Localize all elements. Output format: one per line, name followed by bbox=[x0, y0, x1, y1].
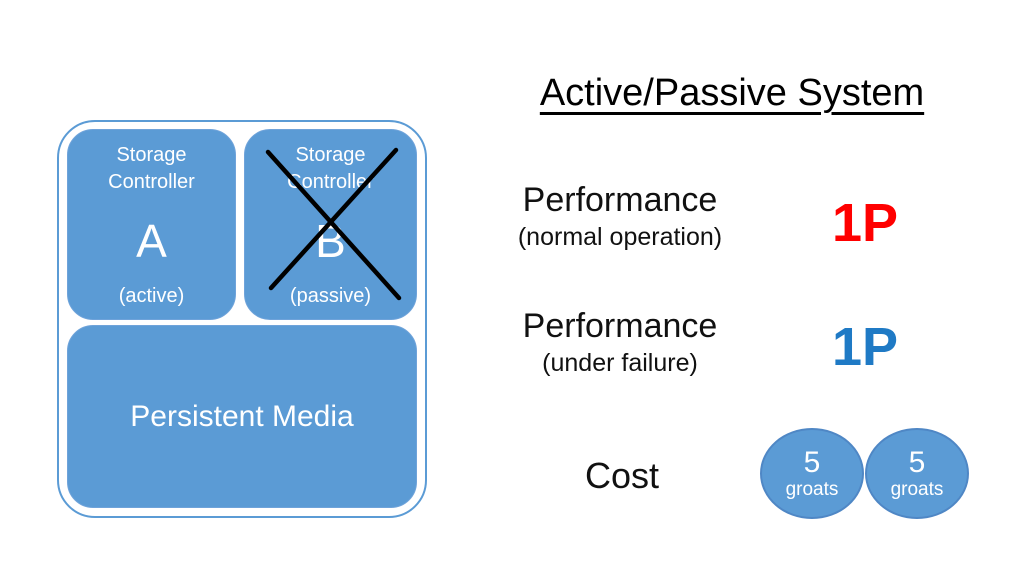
performance-failure-label-sub: (under failure) bbox=[542, 348, 698, 377]
cost-token-amount: 5 bbox=[908, 445, 926, 479]
performance-failure-label-main: Performance bbox=[522, 307, 718, 345]
persistent-media-label: Persistent Media bbox=[130, 399, 354, 433]
performance-failure-label: Performance (under failure) bbox=[470, 306, 770, 379]
cost-token-unit: groats bbox=[890, 478, 944, 500]
cost-token: 5 groats bbox=[760, 428, 864, 519]
controller-b-state: (passive) bbox=[289, 285, 372, 307]
storage-system-container: Storage Controller A (active) Storage Co… bbox=[57, 120, 427, 518]
cost-label: Cost bbox=[584, 455, 660, 496]
storage-controller-b-box: Storage Controller B (passive) bbox=[244, 129, 417, 320]
performance-failure-value: 1P bbox=[831, 317, 899, 377]
storage-controller-a-box: Storage Controller A (active) bbox=[67, 129, 236, 320]
cost-token: 5 groats bbox=[865, 428, 969, 519]
performance-normal-label-sub: (normal operation) bbox=[517, 222, 723, 251]
controller-a-letter: A bbox=[136, 214, 167, 267]
cost-token-unit: groats bbox=[785, 478, 839, 500]
performance-normal-value: 1P bbox=[831, 193, 899, 253]
controller-b-letter: B bbox=[315, 214, 346, 267]
controller-b-title: Storage Controller bbox=[287, 144, 374, 193]
cost-token-amount: 5 bbox=[803, 445, 821, 479]
page-title: Active/Passive System bbox=[539, 72, 925, 114]
controller-a-title: Storage Controller bbox=[108, 144, 195, 193]
persistent-media-box: Persistent Media bbox=[67, 325, 417, 508]
performance-normal-label: Performance (normal operation) bbox=[470, 180, 770, 253]
controller-a-state: (active) bbox=[118, 285, 185, 307]
performance-normal-label-main: Performance bbox=[522, 181, 718, 219]
